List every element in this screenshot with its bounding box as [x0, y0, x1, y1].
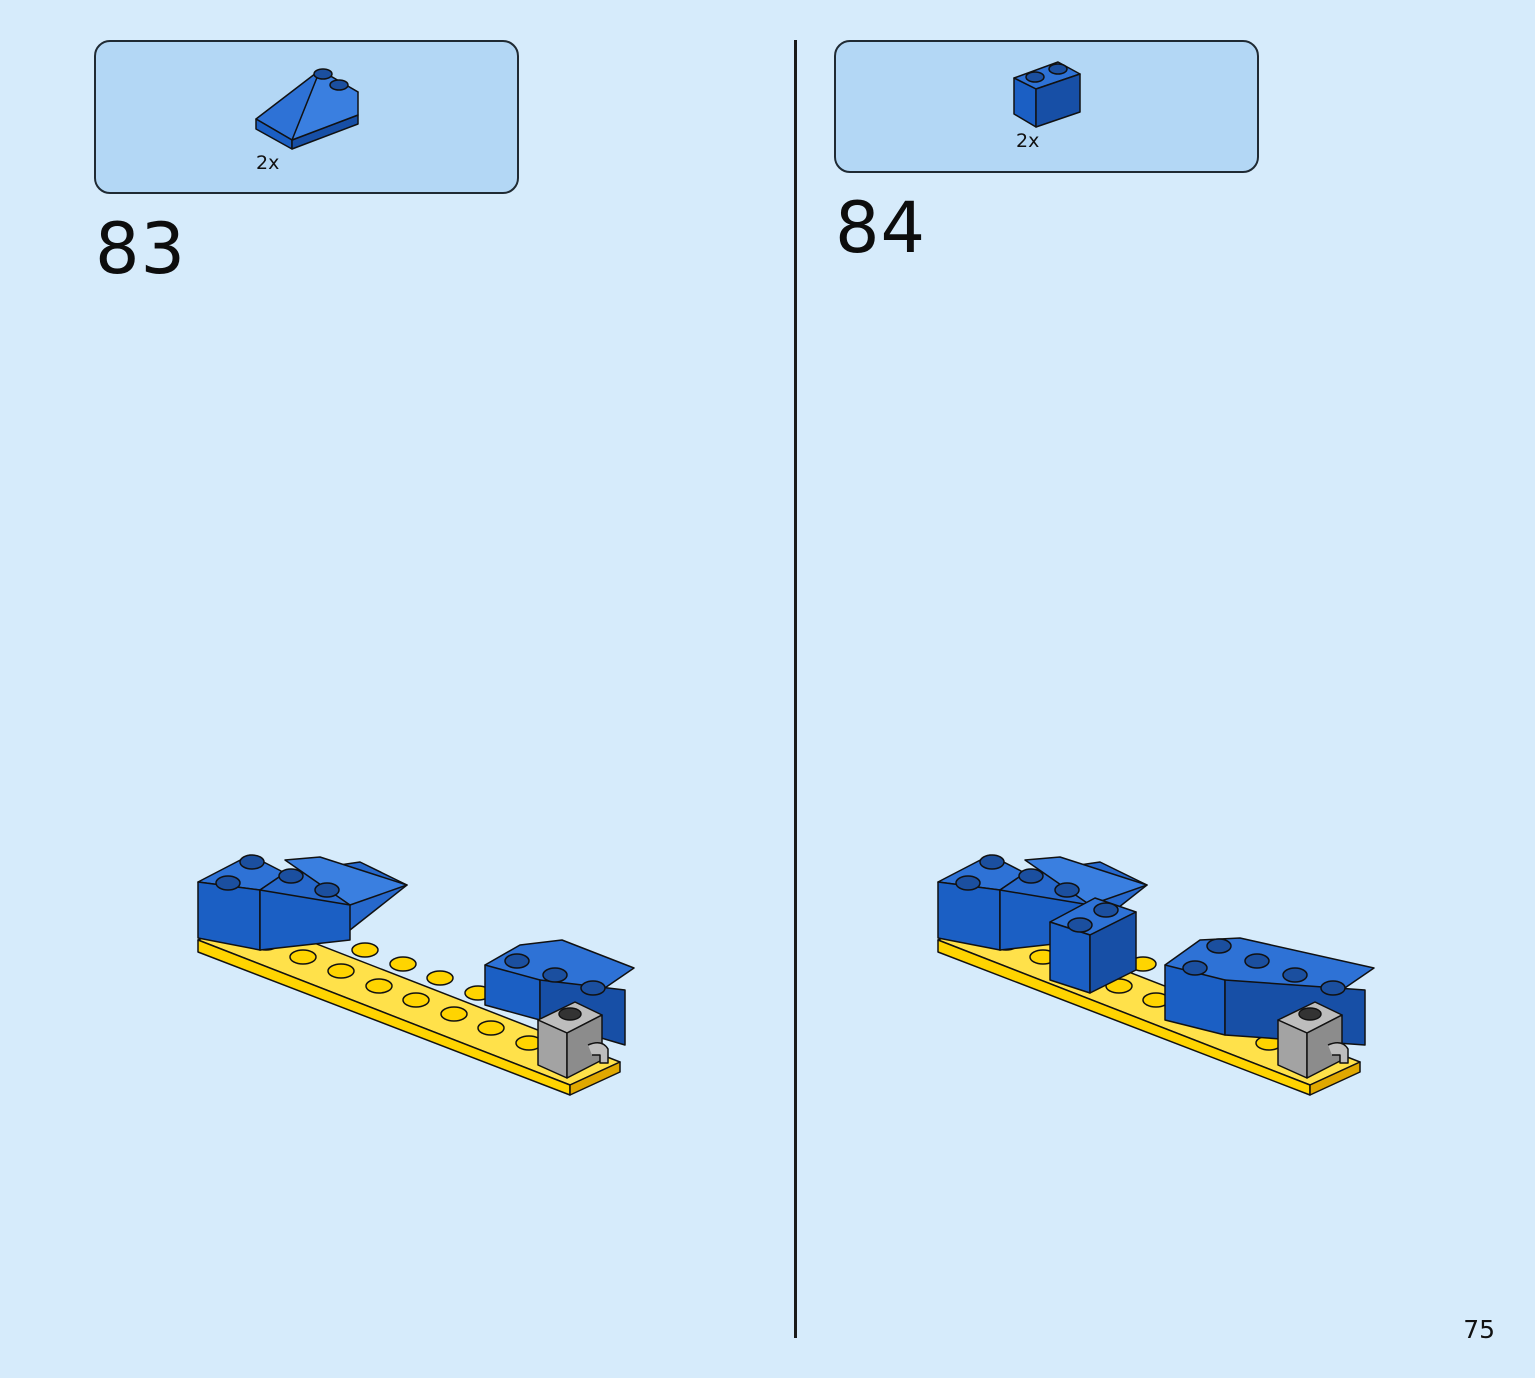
blue-brick-1x2-icon — [1013, 61, 1081, 128]
page-divider — [794, 40, 797, 1338]
assembly-model-step-83 — [197, 854, 635, 1096]
parts-callout-step-84: 2x — [834, 40, 1259, 173]
step-number: 84 — [835, 187, 927, 269]
quantity-label: 2x — [256, 152, 280, 174]
quantity-label: 2x — [1016, 130, 1040, 152]
assembly-model-step-84 — [937, 854, 1375, 1096]
parts-callout-step-83: 2x — [94, 40, 519, 194]
step-number: 83 — [95, 208, 187, 290]
page-number: 75 — [1463, 1315, 1495, 1344]
blue-slope-brick-icon — [255, 68, 359, 150]
